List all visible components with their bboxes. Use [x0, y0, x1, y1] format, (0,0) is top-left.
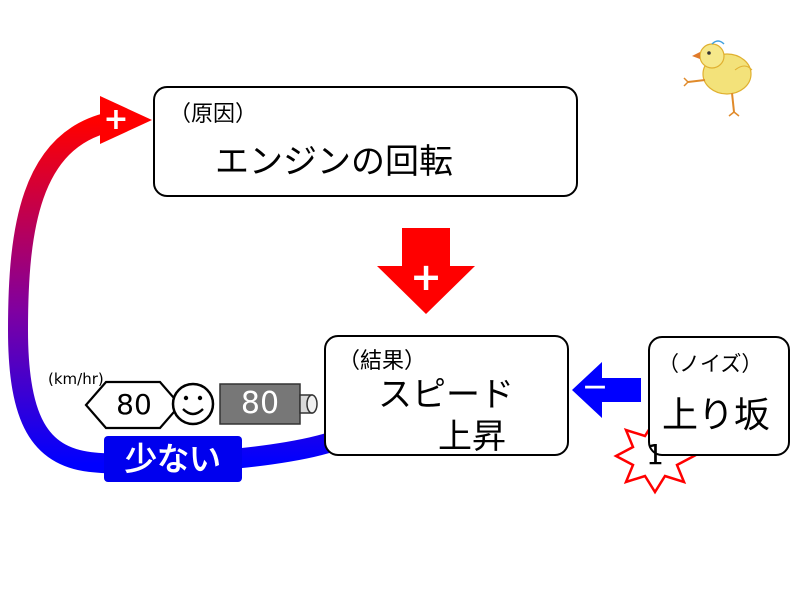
cause-tag: （原因）	[169, 102, 258, 127]
result-tag: （結果）	[338, 349, 427, 374]
noise-minus-sign: －	[581, 374, 608, 404]
effect-plus-sign: +	[410, 255, 442, 299]
chick-doodle-icon	[683, 40, 753, 117]
speed-sign-value: 80	[116, 388, 152, 421]
result-line2: 上昇	[438, 417, 506, 457]
feedback-loop-arrowhead	[100, 96, 152, 144]
noise-tag: （ノイズ）	[658, 352, 763, 376]
cause-box: （原因） エンジンの回転	[153, 86, 578, 197]
noise-title: 上り坂	[662, 395, 771, 436]
result-line1: スピード	[378, 375, 514, 415]
feedback-loop-label: 少ない	[104, 436, 242, 482]
speed-unit: (km/hr)	[48, 370, 104, 388]
cause-title: エンジンの回転	[215, 142, 453, 182]
noise-box: （ノイズ） 上り坂	[648, 336, 790, 456]
noise-arrow	[572, 362, 641, 418]
effect-arrow	[377, 228, 475, 314]
smiley-icon	[171, 382, 215, 426]
meter-value: 80	[240, 386, 280, 421]
result-box: （結果） スピード 上昇	[324, 335, 569, 457]
speed-meter-icon	[219, 383, 318, 425]
feedback-plus-sign: +	[103, 102, 129, 137]
burst-value: 1	[646, 438, 664, 471]
